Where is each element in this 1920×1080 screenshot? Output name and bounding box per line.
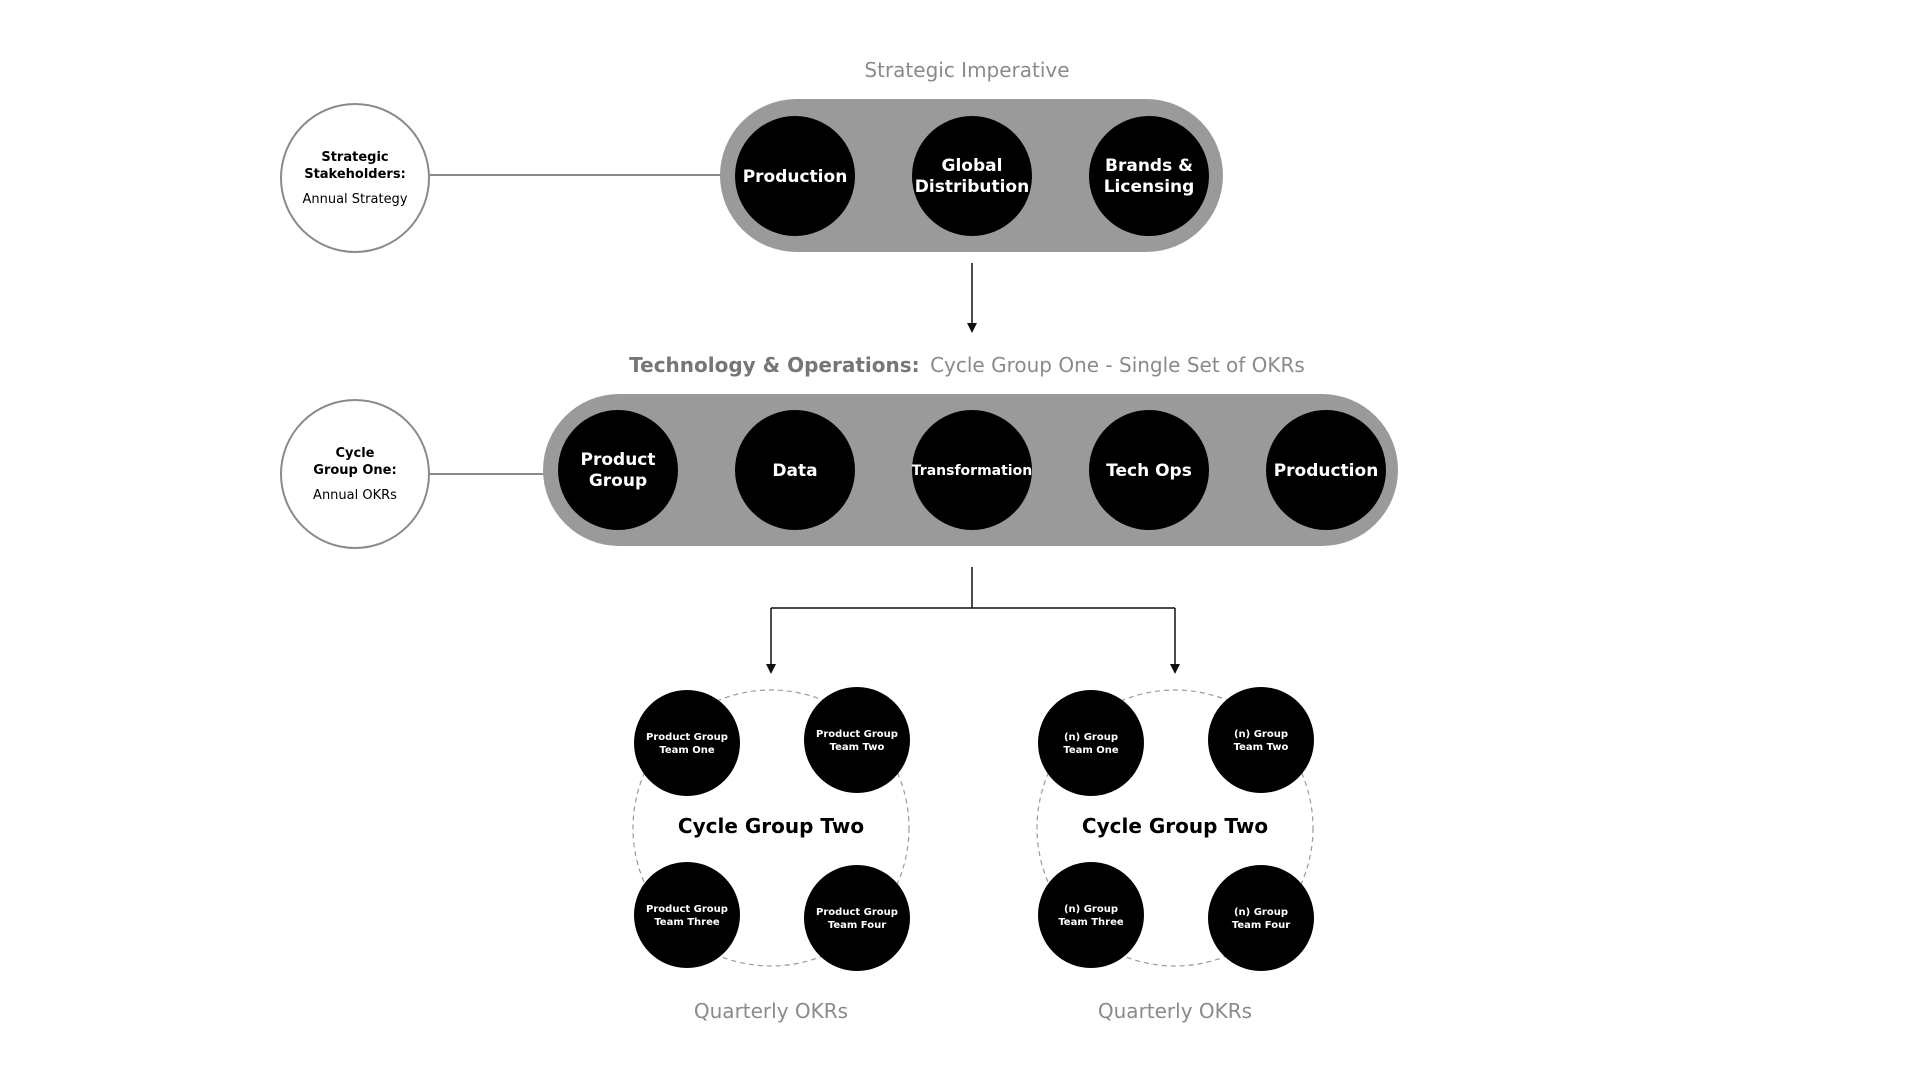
left-team-four: Product Group Team Four	[804, 865, 910, 971]
stakeholders-line1: Strategic	[321, 150, 388, 165]
right-team-two-line1: (n) Group	[1234, 729, 1288, 740]
cycle-group-two-right: Cycle Group Two (n) Group Team One (n) G…	[1036, 687, 1314, 1023]
cycle-group-left-title: Cycle Group Two	[678, 814, 864, 838]
strategic-node-brands-licensing: Brands & Licensing	[1089, 116, 1209, 236]
strategic-node-production: Production	[735, 116, 855, 236]
strategic-stakeholders-circle: Strategic Stakeholders: Annual Strategy	[280, 103, 430, 253]
left-team-three: Product Group Team Three	[634, 862, 740, 968]
right-team-three-line1: (n) Group	[1064, 904, 1118, 915]
stakeholders-line3: Annual Strategy	[302, 192, 407, 207]
cycle-group-right-title: Cycle Group Two	[1082, 814, 1268, 838]
right-team-three: (n) Group Team Three	[1038, 862, 1144, 968]
right-team-four: (n) Group Team Four	[1208, 865, 1314, 971]
right-team-four-line2: Team Four	[1232, 920, 1290, 931]
left-team-one-line1: Product Group	[646, 732, 728, 743]
cycle-one-line1: Cycle	[336, 446, 375, 461]
cycle-one-line2: Group One:	[313, 463, 396, 478]
techops-title: Technology & Operations: Cycle Group One…	[629, 353, 1305, 377]
techops-node-tech-ops: Tech Ops	[1089, 410, 1209, 530]
right-team-one-line2: Team One	[1063, 745, 1119, 756]
strategic-node-global-label: Global	[942, 156, 1003, 176]
cycle-group-left-dashed-ring	[632, 689, 910, 967]
left-team-four-line2: Team Four	[828, 920, 886, 931]
techops-node-transformation-label: Transformation	[912, 463, 1032, 479]
techops-title-bold: Technology & Operations:	[629, 353, 919, 377]
left-team-three-line1: Product Group	[646, 904, 728, 915]
left-team-four-line1: Product Group	[816, 907, 898, 918]
stakeholders-line2: Stakeholders:	[304, 167, 406, 182]
right-team-two: (n) Group Team Two	[1208, 687, 1314, 793]
right-team-two-line2: Team Two	[1234, 742, 1289, 753]
right-quarterly-okrs: Quarterly OKRs	[1098, 999, 1252, 1023]
strategic-imperative-title: Strategic Imperative	[864, 58, 1069, 82]
left-quarterly-okrs: Quarterly OKRs	[694, 999, 848, 1023]
cycle-one-line3: Annual OKRs	[313, 488, 397, 503]
techops-node-production: Production	[1266, 410, 1386, 530]
strategic-node-brands-label: Brands &	[1105, 156, 1193, 176]
right-team-one: (n) Group Team One	[1038, 690, 1144, 796]
techops-node-data: Data	[735, 410, 855, 530]
left-team-three-line2: Team Three	[654, 917, 720, 928]
strategic-node-global-distribution: Global Distribution	[912, 116, 1032, 236]
left-team-two: Product Group Team Two	[804, 687, 910, 793]
left-team-one: Product Group Team One	[634, 690, 740, 796]
cycle-group-right-dashed-ring	[1036, 689, 1314, 967]
techops-node-data-label: Data	[772, 461, 817, 481]
left-team-two-line2: Team Two	[830, 742, 885, 753]
techops-title-rest: Cycle Group One - Single Set of OKRs	[930, 353, 1305, 377]
left-team-one-line2: Team One	[659, 745, 715, 756]
cycle-group-one-circle: Cycle Group One: Annual OKRs	[280, 399, 430, 549]
techops-branch-connector	[766, 567, 1180, 674]
right-team-one-line1: (n) Group	[1064, 732, 1118, 743]
cycle-group-two-left: Cycle Group Two Product Group Team One P…	[632, 687, 910, 1023]
techops-node-product-label: Product	[581, 450, 656, 470]
right-team-three-line2: Team Three	[1058, 917, 1124, 928]
techops-node-product-group: Product Group	[558, 410, 678, 530]
strategic-node-distribution-label: Distribution	[915, 177, 1029, 197]
strategic-node-production-label: Production	[743, 167, 848, 187]
techops-node-transformation: Transformation	[912, 410, 1032, 530]
techops-node-production-label: Production	[1274, 461, 1379, 481]
left-team-two-line1: Product Group	[816, 729, 898, 740]
techops-node-techops-label: Tech Ops	[1106, 461, 1192, 481]
techops-node-group-label: Group	[589, 471, 647, 491]
strategic-node-licensing-label: Licensing	[1104, 177, 1195, 197]
right-team-four-line1: (n) Group	[1234, 907, 1288, 918]
